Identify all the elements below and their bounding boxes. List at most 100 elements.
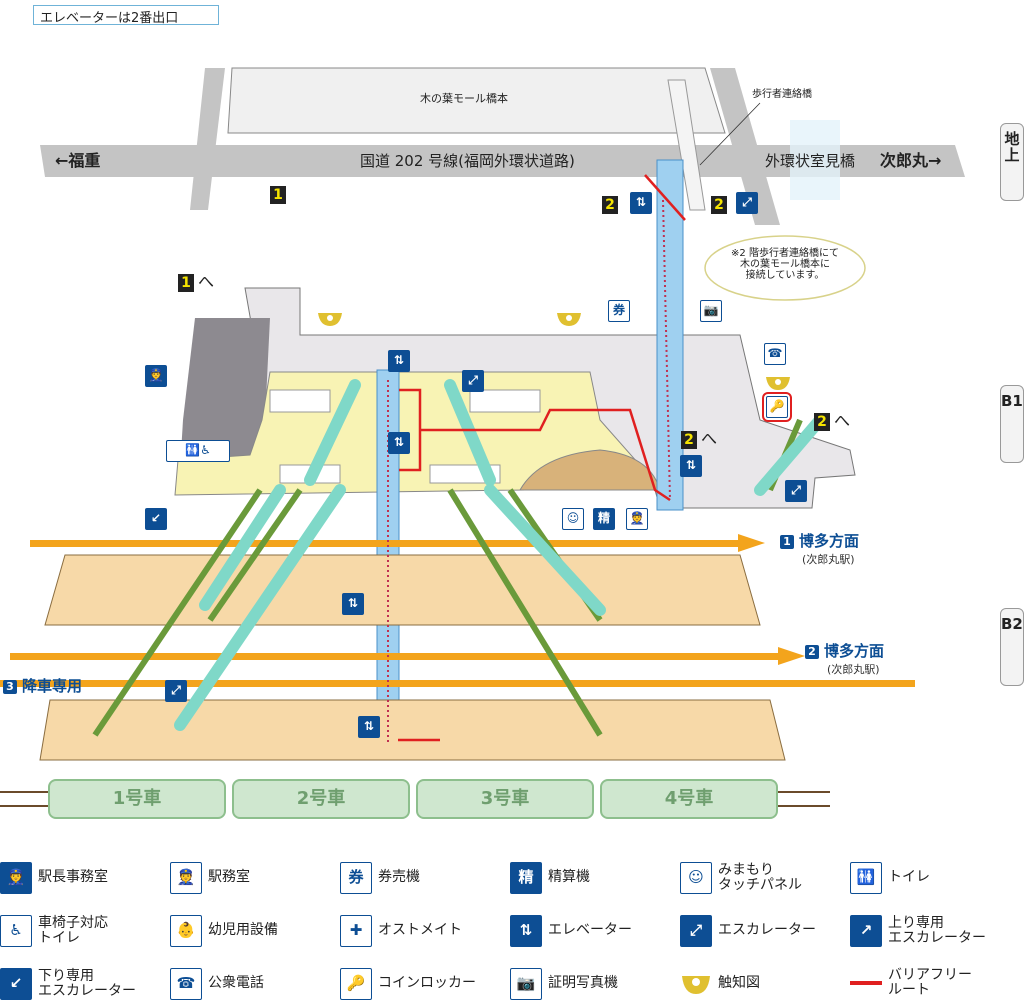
- mall-label: 木の葉モール橋本: [420, 92, 508, 105]
- down-escalator-icon: ↙: [0, 968, 32, 1000]
- ticket-machine-icon: 券: [608, 300, 630, 322]
- station-master-icon: 👮: [0, 862, 32, 894]
- legend-label: みまもり タッチパネル: [718, 861, 802, 893]
- mall-building: [227, 67, 726, 134]
- legend-item: ⇅エレベーター: [510, 915, 632, 947]
- tactile-map-icon: [557, 313, 581, 326]
- direction-fukushige: ←福重: [55, 151, 101, 170]
- tactile-map-icon: [766, 377, 790, 390]
- barrier-free-route: [398, 174, 686, 742]
- road-label: 国道 202 号線(福岡外環状道路): [360, 152, 575, 170]
- legend-label: 駅務室: [208, 869, 250, 886]
- exit-1-marker: 1: [270, 186, 286, 204]
- elevator-icon: ⇅: [342, 593, 364, 615]
- car-3: 3号車: [416, 779, 594, 819]
- bridge-label: 外環状室見橋: [765, 152, 856, 170]
- legend-item: 👶 幼児用設備: [170, 915, 278, 947]
- main-road: [40, 145, 965, 177]
- escalator-icon: ⤢: [785, 480, 807, 502]
- direction-jiromaru: 次郎丸→: [880, 151, 942, 170]
- legend-item: ✚ オストメイト: [340, 915, 462, 947]
- legend-label: 上り専用 エスカレーター: [888, 914, 986, 946]
- baby-care-icon: 👶: [170, 915, 202, 947]
- station-office-icon: 👮: [626, 508, 648, 530]
- station-map: [0, 67, 965, 807]
- pedestrian-bridge-label: 歩行者連絡橋: [752, 89, 812, 100]
- legend-label: 触知図: [718, 975, 760, 992]
- escalator-icon: ⤢: [165, 680, 187, 702]
- ticket-gate: [519, 449, 661, 491]
- legend-label: 精算機: [548, 869, 590, 886]
- phone-icon: ☎: [764, 343, 786, 365]
- coin-locker-icon: 🔑: [762, 392, 792, 422]
- exit-2-marker-escalator: 2: [711, 196, 727, 214]
- ostomate-icon: ✚: [340, 915, 372, 947]
- legend-label: エスカレーター: [718, 922, 816, 939]
- phone-icon: ☎: [170, 968, 202, 1000]
- callout-text: ※2 階歩行者連絡橋にて木の葉モール橋本に接続しています。: [731, 248, 839, 281]
- legend-label: 公衆電話: [208, 975, 264, 992]
- legend-label: トイレ: [888, 869, 930, 886]
- exit-2-marker-elevator: 2: [602, 196, 618, 214]
- down-escalator-icon: ↙: [145, 508, 167, 530]
- legend-item: ↗上り専用 エスカレーター: [850, 915, 986, 947]
- legend-label: 幼児用設備: [208, 922, 278, 939]
- fare-adjustment-icon: 精: [510, 862, 542, 894]
- car-2: 2号車: [232, 779, 410, 819]
- legend-item: ↙下り専用 エスカレーター: [0, 968, 136, 1000]
- fare-adjustment-icon: 精: [593, 508, 615, 530]
- direction-arrow-2: [10, 653, 780, 660]
- elevator-exit-note: エレベーターは2番出口: [33, 5, 219, 26]
- exit-1-to-marker: 1: [178, 274, 194, 292]
- escalator-icon: ⤢: [462, 370, 484, 392]
- legend-item: 精精算機: [510, 862, 590, 894]
- platform-3-line: [0, 680, 915, 687]
- legend-item: 👮 駅長事務室: [0, 862, 108, 894]
- elevator-icon: ⇅: [388, 350, 410, 372]
- legend-item: ♿車椅子対応 トイレ: [0, 915, 108, 947]
- legend-label: コインロッカー: [378, 975, 476, 992]
- photo-booth-icon: 📷: [510, 968, 542, 1000]
- elevator-icon: ⇅: [630, 192, 652, 214]
- legend-item: ⤢ エスカレーター: [680, 915, 816, 947]
- car-1: 1号車: [48, 779, 226, 819]
- bridge-shade: [790, 120, 840, 200]
- legend-label: オストメイト: [378, 922, 462, 939]
- station-office-icon: 👮: [170, 862, 202, 894]
- elevator-icon: ⇅: [358, 716, 380, 738]
- legend-item: 🔑コインロッカー: [340, 968, 476, 1000]
- toilet-icon: 🚻: [850, 862, 882, 894]
- escalator-icon: ⤢: [680, 915, 712, 947]
- legend-label: 証明写真機: [548, 975, 618, 992]
- escalator-icon: ⤢: [736, 192, 758, 214]
- legend-item: 券券売機: [340, 862, 420, 894]
- elevator-shaft-exit2: [656, 159, 684, 511]
- legend-item: ☎ 公衆電話: [170, 968, 264, 1000]
- legend-item: 🚻 トイレ: [850, 862, 930, 894]
- legend-item: 触知図: [680, 968, 760, 1000]
- b1-wall: [180, 318, 270, 470]
- toilet-icon: 🚻♿: [166, 440, 230, 462]
- track-rails: [0, 791, 830, 807]
- car-4: 4号車: [600, 779, 778, 819]
- platform-3: [39, 699, 786, 761]
- ticket-machine-icon: 券: [340, 862, 372, 894]
- tactile-map-icon: [318, 313, 342, 326]
- legend-item: バリアフリー ルート: [850, 967, 972, 999]
- direction-arrow-1: [30, 540, 740, 547]
- station-master-icon: 👮: [145, 365, 167, 387]
- touch-panel-icon: ☺: [680, 862, 712, 894]
- side-road-left: [190, 68, 225, 210]
- floor-label-ground: 地上: [1000, 123, 1024, 201]
- up-escalator-icon: ↗: [850, 915, 882, 947]
- legend-item: 👮 駅務室: [170, 862, 250, 894]
- callout-bubble: [704, 235, 866, 301]
- floor-label-b2: B2F: [1000, 608, 1024, 686]
- photo-booth-icon: 📷: [700, 300, 722, 322]
- elevator-icon: ⇅: [388, 432, 410, 454]
- exit-2-to-marker-b: 2: [814, 413, 830, 431]
- legend-label: 駅長事務室: [38, 869, 108, 886]
- floor-label-b1: B1F: [1000, 385, 1024, 463]
